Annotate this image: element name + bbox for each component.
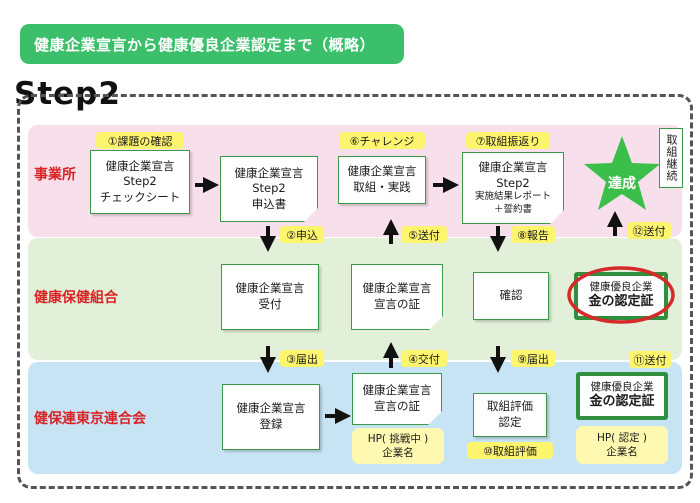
application-line-2: Step2 (252, 181, 286, 196)
register-line-1: 健康企業宣言 (236, 401, 306, 416)
evaluation-line-1: 取組評価 (487, 399, 533, 414)
tag-12: ⑫送付 (627, 222, 671, 239)
report-line-3: 実施結果レポート (474, 191, 551, 203)
confirm-box: 確認 (473, 272, 549, 320)
hp-certified-line-2: 企業名 (606, 446, 638, 458)
certificate-alliance: 健康優良企業 金の認定証 (576, 372, 668, 420)
tag-3: ③届出 (280, 350, 324, 367)
report-line-1: 健康企業宣言 (478, 160, 548, 175)
tag-1: ①課題の確認 (96, 132, 184, 149)
tag-11: ⑪送付 (629, 351, 671, 368)
receipt-box: 健康企業宣言 受付 (221, 264, 319, 330)
achievement-star-icon (584, 136, 660, 210)
application-line-3: 申込書 (251, 196, 287, 211)
proof-union-line-1: 健康企業宣言 (362, 281, 432, 296)
hp-challenge-line-1: HP( 挑戦中 ) (367, 432, 429, 445)
tag-10: ⑩取組評価 (467, 442, 553, 459)
certificate-alliance-line-1: 健康優良企業 (590, 381, 654, 394)
tag-6: ⑥チャレンジ (339, 132, 425, 149)
receipt-line-2: 受付 (258, 297, 282, 311)
lane-label-office: 事業所 (34, 167, 76, 183)
page-title: 健康企業宣言から健康優良企業認定まで（概略） (20, 24, 404, 64)
certificate-union-line-1: 健康優良企業 (589, 281, 653, 294)
tag-8: ⑧報告 (511, 226, 555, 243)
tag-7: ⑦取組振返り (466, 132, 550, 149)
lane-label-union: 健康保健組合 (34, 290, 118, 306)
step-frame (17, 94, 693, 489)
proof-alliance-line-1: 健康企業宣言 (362, 383, 432, 398)
tag-2: ②申込 (280, 226, 324, 243)
practice-box: 健康企業宣言 取組・実践 (338, 156, 426, 204)
receipt-line-1: 健康企業宣言 (235, 281, 305, 296)
practice-line-2: 取組・実践 (353, 180, 411, 194)
hp-certified-box: HP( 認定 ) 企業名 (576, 426, 668, 464)
report-line-4: ＋誓約書 (493, 203, 532, 215)
achievement-label: 達成 (608, 176, 636, 192)
checksheet-box: 健康企業宣言 Step2 チェックシート (90, 150, 190, 214)
report-doc: 健康企業宣言 Step2 実施結果レポート ＋誓約書 (462, 152, 564, 224)
application-doc: 健康企業宣言 Step2 申込書 (220, 156, 318, 222)
evaluation-box: 取組評価 認定 (473, 393, 547, 437)
proof-alliance-doc: 健康企業宣言 宣言の証 (352, 373, 442, 425)
checksheet-line-3: チェックシート (99, 189, 181, 204)
continue-box: 取組継続 (659, 128, 683, 188)
tag-9: ⑨届出 (511, 350, 555, 367)
certificate-union-line-2: 金の認定証 (588, 294, 654, 310)
tag-4: ④交付 (401, 350, 447, 367)
checksheet-line-1: 健康企業宣言 (105, 158, 175, 173)
report-line-2: Step2 (496, 175, 530, 190)
confirm-line-1: 確認 (499, 288, 523, 303)
certificate-alliance-line-2: 金の認定証 (589, 394, 655, 410)
hp-certified-line-1: HP( 認定 ) (596, 431, 648, 444)
lane-label-alliance: 健保連東京連合会 (34, 411, 146, 427)
proof-alliance-line-2: 宣言の証 (374, 399, 420, 413)
register-line-2: 登録 (259, 417, 283, 431)
highlight-ring (567, 266, 675, 324)
register-box: 健康企業宣言 登録 (222, 384, 320, 450)
proof-union-line-2: 宣言の証 (374, 297, 420, 311)
evaluation-line-2: 認定 (498, 415, 522, 429)
certificate-union: 健康優良企業 金の認定証 (574, 272, 668, 320)
tag-5: ⑤送付 (401, 226, 447, 243)
hp-challenge-box: HP( 挑戦中 ) 企業名 (352, 428, 444, 464)
proof-union-doc: 健康企業宣言 宣言の証 (351, 264, 443, 330)
hp-challenge-line-2: 企業名 (382, 447, 414, 459)
practice-line-1: 健康企業宣言 (347, 164, 417, 179)
application-line-1: 健康企業宣言 (234, 165, 304, 180)
checksheet-line-2: Step2 (123, 174, 157, 189)
